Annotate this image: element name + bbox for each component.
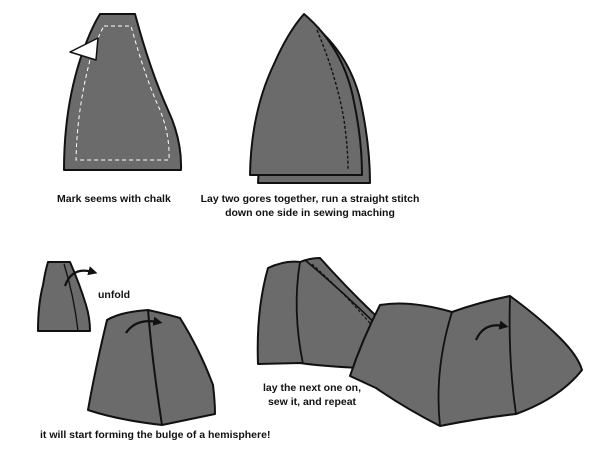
gore-chalk-marked (63, 13, 183, 171)
caption-lay-line-2: down one side in sewing maching (225, 207, 395, 219)
curved-arrow-icon (474, 320, 509, 341)
caption-next-gore: lay the next one on, sew it, and repeat (252, 381, 372, 409)
curved-arrow-icon (63, 266, 98, 287)
gore-unfolding (37, 261, 98, 332)
curved-arrow-icon (125, 316, 163, 334)
caption-bulge: it will start forming the bulge of a hem… (40, 429, 271, 441)
two-gores-stitched (249, 13, 371, 184)
chalk-icon (69, 37, 99, 61)
caption-unfold: unfold (98, 289, 131, 301)
caption-lay-two-gores: Lay two gores together, run a straight s… (200, 192, 420, 220)
caption-next-line-1: lay the next one on, (262, 382, 362, 394)
caption-lay-line-1: Lay two gores together, run a straight s… (200, 193, 420, 205)
caption-mark-seams: Mark seems with chalk (57, 193, 171, 205)
gores-opened-bulge (87, 309, 216, 426)
caption-next-line-2: sew it, and repeat (267, 396, 357, 408)
next-gore-laid (256, 257, 397, 369)
hemisphere-forming (349, 295, 583, 427)
